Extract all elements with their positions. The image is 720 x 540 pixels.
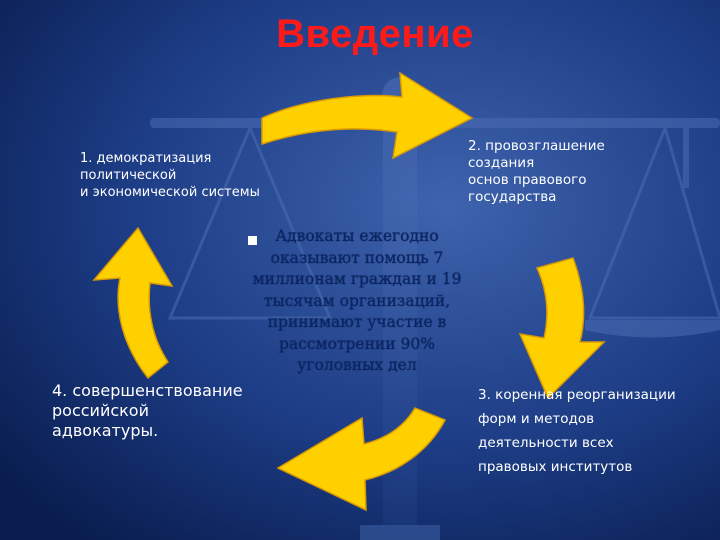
item-2-line: основ правового: [468, 172, 587, 188]
center-line: Адвокаты ежегодно: [275, 227, 439, 245]
item-1-line: 1. демократизация: [80, 151, 212, 166]
center-line: уголовных дел: [297, 356, 417, 374]
item-2-line: государства: [468, 189, 557, 205]
item-2-line: создания: [468, 155, 535, 171]
item-2-line: 2. провозглашение: [468, 138, 605, 154]
arrow-top-icon: [261, 71, 474, 160]
arrow-bottom-icon: [276, 407, 447, 512]
item-4-line: 4. совершенствование: [52, 381, 243, 400]
cycle-item-2: 2. провозглашение создания основ правово…: [468, 138, 605, 206]
center-line: рассмотрении 90%: [279, 334, 435, 353]
center-line: миллионам граждан и 19: [252, 270, 462, 288]
bullet-square-icon: [248, 236, 257, 245]
center-line: оказывают помощь 7: [270, 248, 444, 267]
slide-title: Введение: [276, 12, 474, 56]
item-1-line: и экономической системы: [80, 185, 260, 200]
center-statement: Адвокаты ежегодно оказывают помощь 7 мил…: [232, 226, 482, 377]
arrow-right-icon: [518, 257, 606, 400]
item-3-line: правовых институтов: [478, 459, 633, 475]
item-4-line: адвокатуры.: [52, 421, 159, 440]
item-3-line: форм и методов: [478, 411, 595, 427]
cycle-item-1: 1. демократизация политической и экономи…: [80, 150, 260, 201]
item-3-line: 3. коренная реорганизации: [478, 387, 676, 403]
arrow-left-icon: [92, 226, 174, 380]
center-line: тысячам организаций,: [263, 291, 451, 310]
cycle-item-3: 3. коренная реорганизации форм и методов…: [478, 383, 676, 479]
item-4-line: российской: [52, 401, 149, 420]
item-3-line: деятельности всех: [478, 435, 614, 451]
item-1-line: политической: [80, 168, 177, 183]
center-line: принимают участие в: [267, 313, 447, 331]
cycle-item-4: 4. совершенствование российской адвокату…: [52, 381, 243, 441]
